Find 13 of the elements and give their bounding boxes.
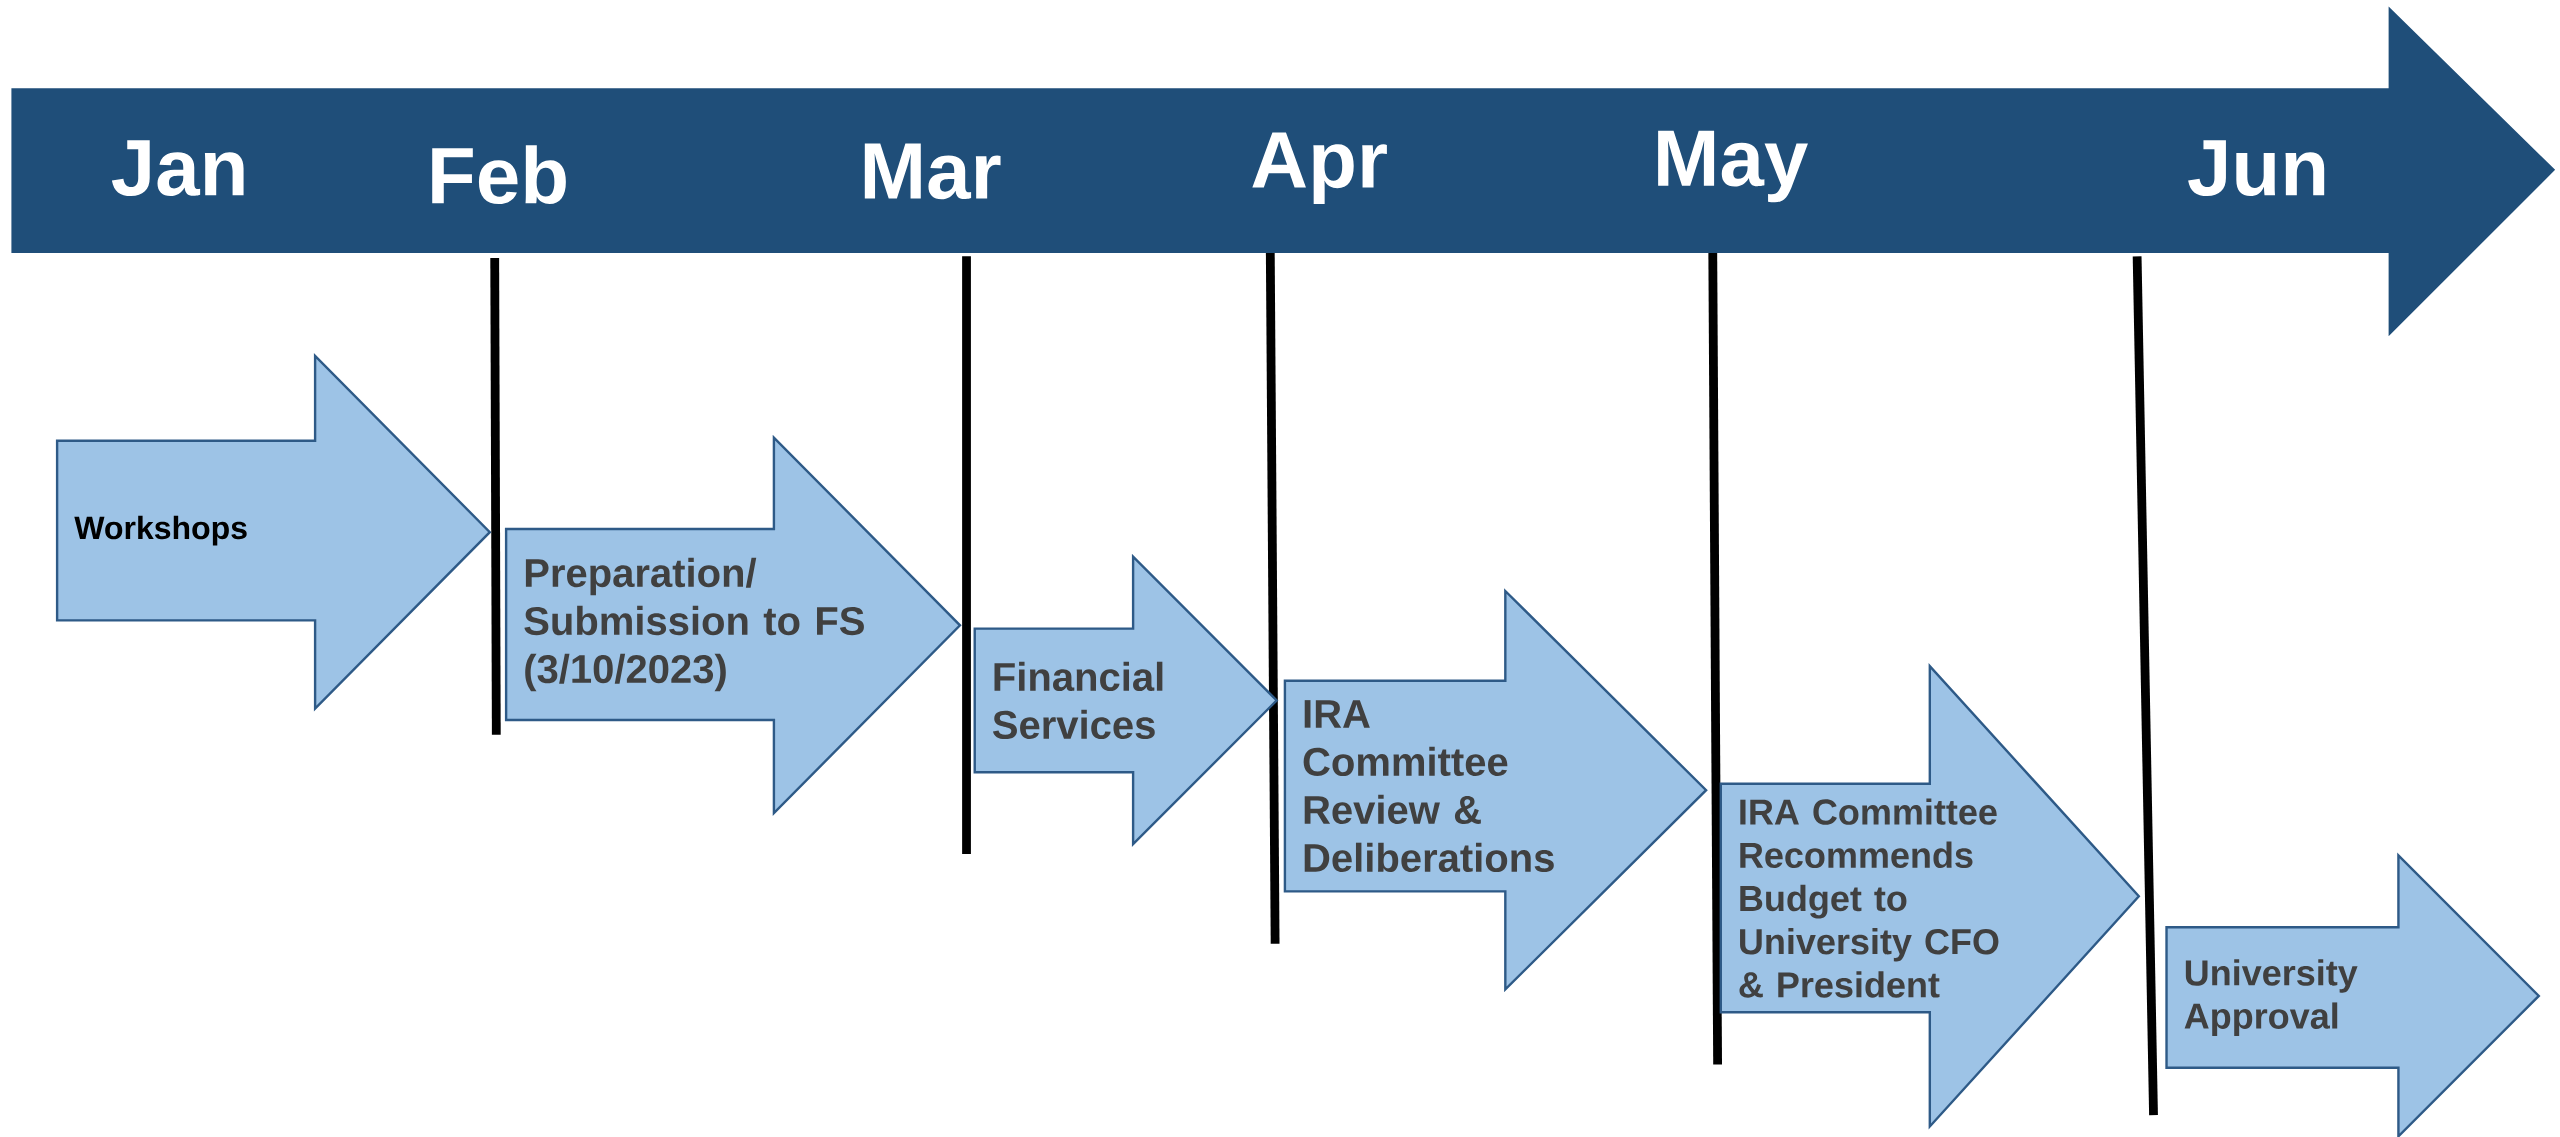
process-step: Workshops bbox=[55, 353, 492, 712]
process-step: University Approval bbox=[2165, 852, 2541, 1137]
month-label: Jun bbox=[2188, 140, 2325, 197]
month-label: Jan bbox=[111, 140, 244, 197]
month-label: Mar bbox=[864, 143, 1001, 200]
month-label: Apr bbox=[1252, 132, 1387, 205]
process-step: IRA Committee Recommends Budget to University CFO & President bbox=[1719, 663, 2141, 1130]
process-step: Financial Services bbox=[973, 553, 1279, 847]
month-label: May bbox=[1658, 130, 1808, 203]
month-label: Feb bbox=[432, 145, 566, 205]
process-step: IRA Committee Review & Deliberations bbox=[1283, 588, 1708, 993]
timeline-arrow bbox=[11, 6, 2556, 337]
process-step: Preparation/ Submission to FS (3/10/2023) bbox=[504, 434, 962, 817]
